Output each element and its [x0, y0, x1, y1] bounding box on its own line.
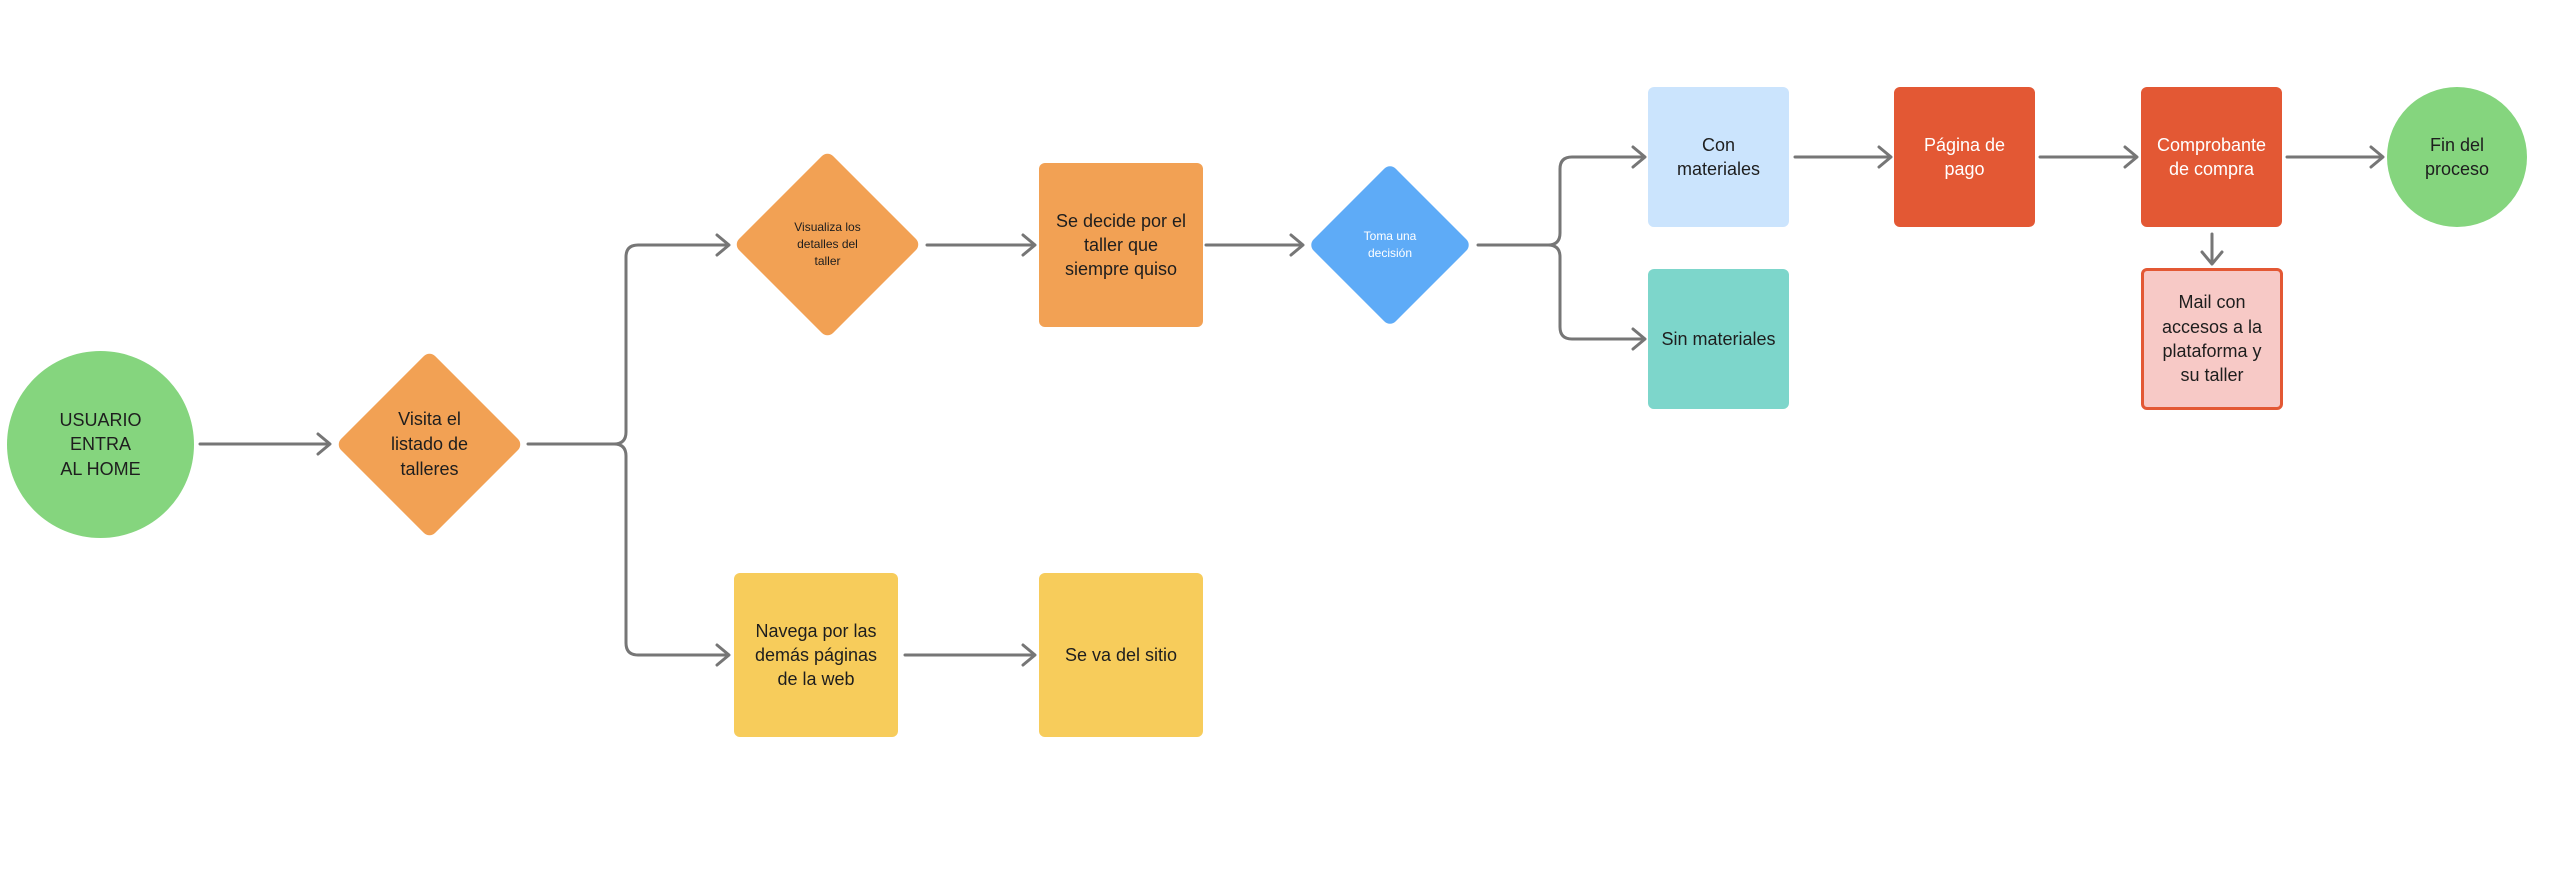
arrowhead-payment	[1877, 145, 1893, 169]
mail-access-node: Mail con accesos a la plataforma y su ta…	[2141, 268, 2283, 410]
payment-page-node: Página de pago	[1894, 87, 2035, 227]
browse-pages-node: Navega por las demás páginas de la web	[734, 573, 898, 737]
arrowhead-details	[715, 233, 731, 257]
take-decision-label: Toma una decisión	[1363, 229, 1417, 260]
arrowhead-receipt	[2123, 145, 2139, 169]
arrowhead-with-materials	[1631, 145, 1647, 169]
arrowhead-leaves	[1021, 643, 1037, 667]
arrowhead-decision	[1289, 233, 1305, 257]
with-materials-node: Con materiales	[1648, 87, 1789, 227]
end-node: Fin del proceso	[2387, 87, 2527, 227]
connector-decision-branch-down	[1546, 243, 1645, 341]
arrowhead-browse	[715, 643, 731, 667]
visit-list-decision: Visita el listado de talleres	[335, 350, 524, 539]
start-node: USUARIO ENTRA AL HOME	[7, 351, 194, 538]
arrowhead-mail	[2200, 250, 2224, 266]
view-details-label: Visualiza los detalles del taller	[794, 220, 861, 268]
connector-decision-branch-up	[1476, 155, 1645, 247]
take-decision-node: Toma una decisión	[1307, 162, 1473, 328]
arrowhead-end	[2369, 145, 2385, 169]
visit-list-label: Visita el listado de talleres	[390, 408, 469, 480]
decides-node: Se decide por el taller que siempre quis…	[1039, 163, 1203, 327]
leaves-site-node: Se va del sitio	[1039, 573, 1203, 737]
connector-visit-branch-down	[612, 442, 729, 657]
arrowhead-visit	[316, 432, 332, 456]
arrowhead-without-materials	[1631, 327, 1647, 351]
receipt-node: Comprobante de compra	[2141, 87, 2282, 227]
view-details-decision: Visualiza los detalles del taller	[733, 150, 922, 339]
connector-visit-branch-up	[526, 243, 729, 446]
without-materials-node: Sin materiales	[1648, 269, 1789, 409]
arrowhead-decides	[1021, 233, 1037, 257]
